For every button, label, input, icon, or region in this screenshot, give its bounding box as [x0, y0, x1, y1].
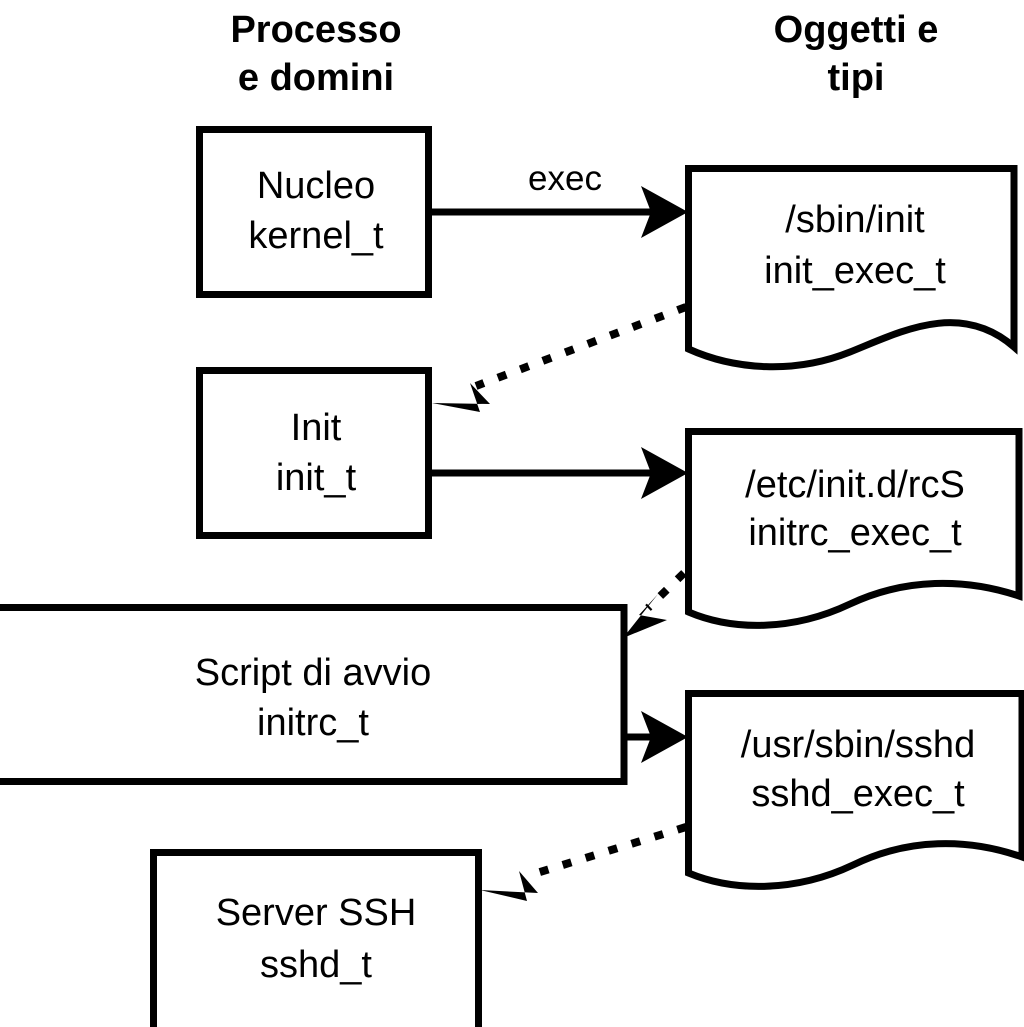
doc-node-initrc-exec[interactable]: /etc/init.d/rcS initrc_exec_t	[685, 428, 1023, 629]
doc-node-initrc-exec-line1: /etc/init.d/rcS	[745, 464, 965, 506]
process-node-initrc-line1: Script di avvio	[195, 652, 432, 694]
edge-initexec-to-init-line	[474, 303, 688, 390]
edge-sshdexec-to-sshd-arrowhead	[480, 871, 538, 901]
edge-init-exec-rcs[interactable]	[429, 447, 688, 499]
edge-init-exec-rcs-arrowhead	[641, 447, 688, 499]
column-header-objects-line2: tipi	[828, 57, 885, 99]
column-header-objects-line1: Oggetti e	[774, 9, 939, 51]
edge-initexec-to-init-arrowhead	[432, 383, 490, 412]
process-node-sshd[interactable]: Server SSH sshd_t	[150, 849, 482, 1027]
process-node-init[interactable]: Init init_t	[196, 367, 432, 539]
doc-node-init-exec-shape	[685, 165, 1018, 371]
process-node-kernel-line2: kernel_t	[248, 215, 384, 257]
process-node-initrc-line2: initrc_t	[257, 702, 369, 744]
edge-rcsexec-to-initrc-arrowhead	[623, 594, 667, 638]
edge-initrc-exec-sshd-arrowhead	[641, 711, 688, 763]
edge-rcsexec-to-initrc-line	[645, 570, 687, 611]
process-node-init-line1: Init	[291, 407, 342, 449]
doc-node-init-exec[interactable]: /sbin/init init_exec_t	[685, 165, 1018, 371]
doc-node-init-exec-line2: init_exec_t	[764, 250, 946, 292]
doc-node-sshd-exec[interactable]: /usr/sbin/sshd sshd_exec_t	[685, 690, 1024, 890]
column-header-process: Processo e domini	[230, 9, 401, 99]
process-node-sshd-shape	[150, 849, 482, 1027]
edge-kernel-exec-init[interactable]: exec	[429, 159, 688, 238]
process-node-initrc-shape	[0, 604, 628, 785]
process-node-kernel[interactable]: Nucleo kernel_t	[196, 126, 432, 298]
edge-sshdexec-to-sshd[interactable]	[480, 823, 688, 901]
edge-initrc-exec-sshd[interactable]	[622, 711, 688, 763]
column-header-objects: Oggetti e tipi	[774, 9, 939, 99]
edge-label-exec: exec	[528, 159, 602, 198]
process-node-initrc[interactable]: Script di avvio initrc_t	[0, 604, 628, 785]
doc-node-initrc-exec-shape	[685, 428, 1023, 629]
process-node-sshd-line2: sshd_t	[260, 944, 372, 986]
edge-rcsexec-to-initrc[interactable]	[623, 570, 687, 638]
edge-initexec-to-init[interactable]	[432, 303, 688, 412]
process-node-kernel-line1: Nucleo	[257, 165, 375, 207]
doc-node-init-exec-line1: /sbin/init	[785, 199, 925, 241]
doc-node-initrc-exec-line2: initrc_exec_t	[748, 512, 962, 554]
process-node-init-shape	[196, 367, 432, 539]
column-header-process-line1: Processo	[230, 9, 401, 51]
doc-node-sshd-exec-line1: /usr/sbin/sshd	[741, 724, 975, 766]
doc-node-sshd-exec-shape	[685, 690, 1024, 890]
process-node-kernel-shape	[196, 126, 432, 298]
process-node-init-line2: init_t	[276, 457, 357, 499]
doc-node-sshd-exec-line2: sshd_exec_t	[751, 773, 965, 815]
edge-kernel-exec-init-arrowhead	[641, 186, 688, 238]
process-node-sshd-line1: Server SSH	[216, 892, 417, 934]
edge-sshdexec-to-sshd-line	[525, 823, 688, 880]
column-header-process-line2: e domini	[238, 57, 394, 99]
